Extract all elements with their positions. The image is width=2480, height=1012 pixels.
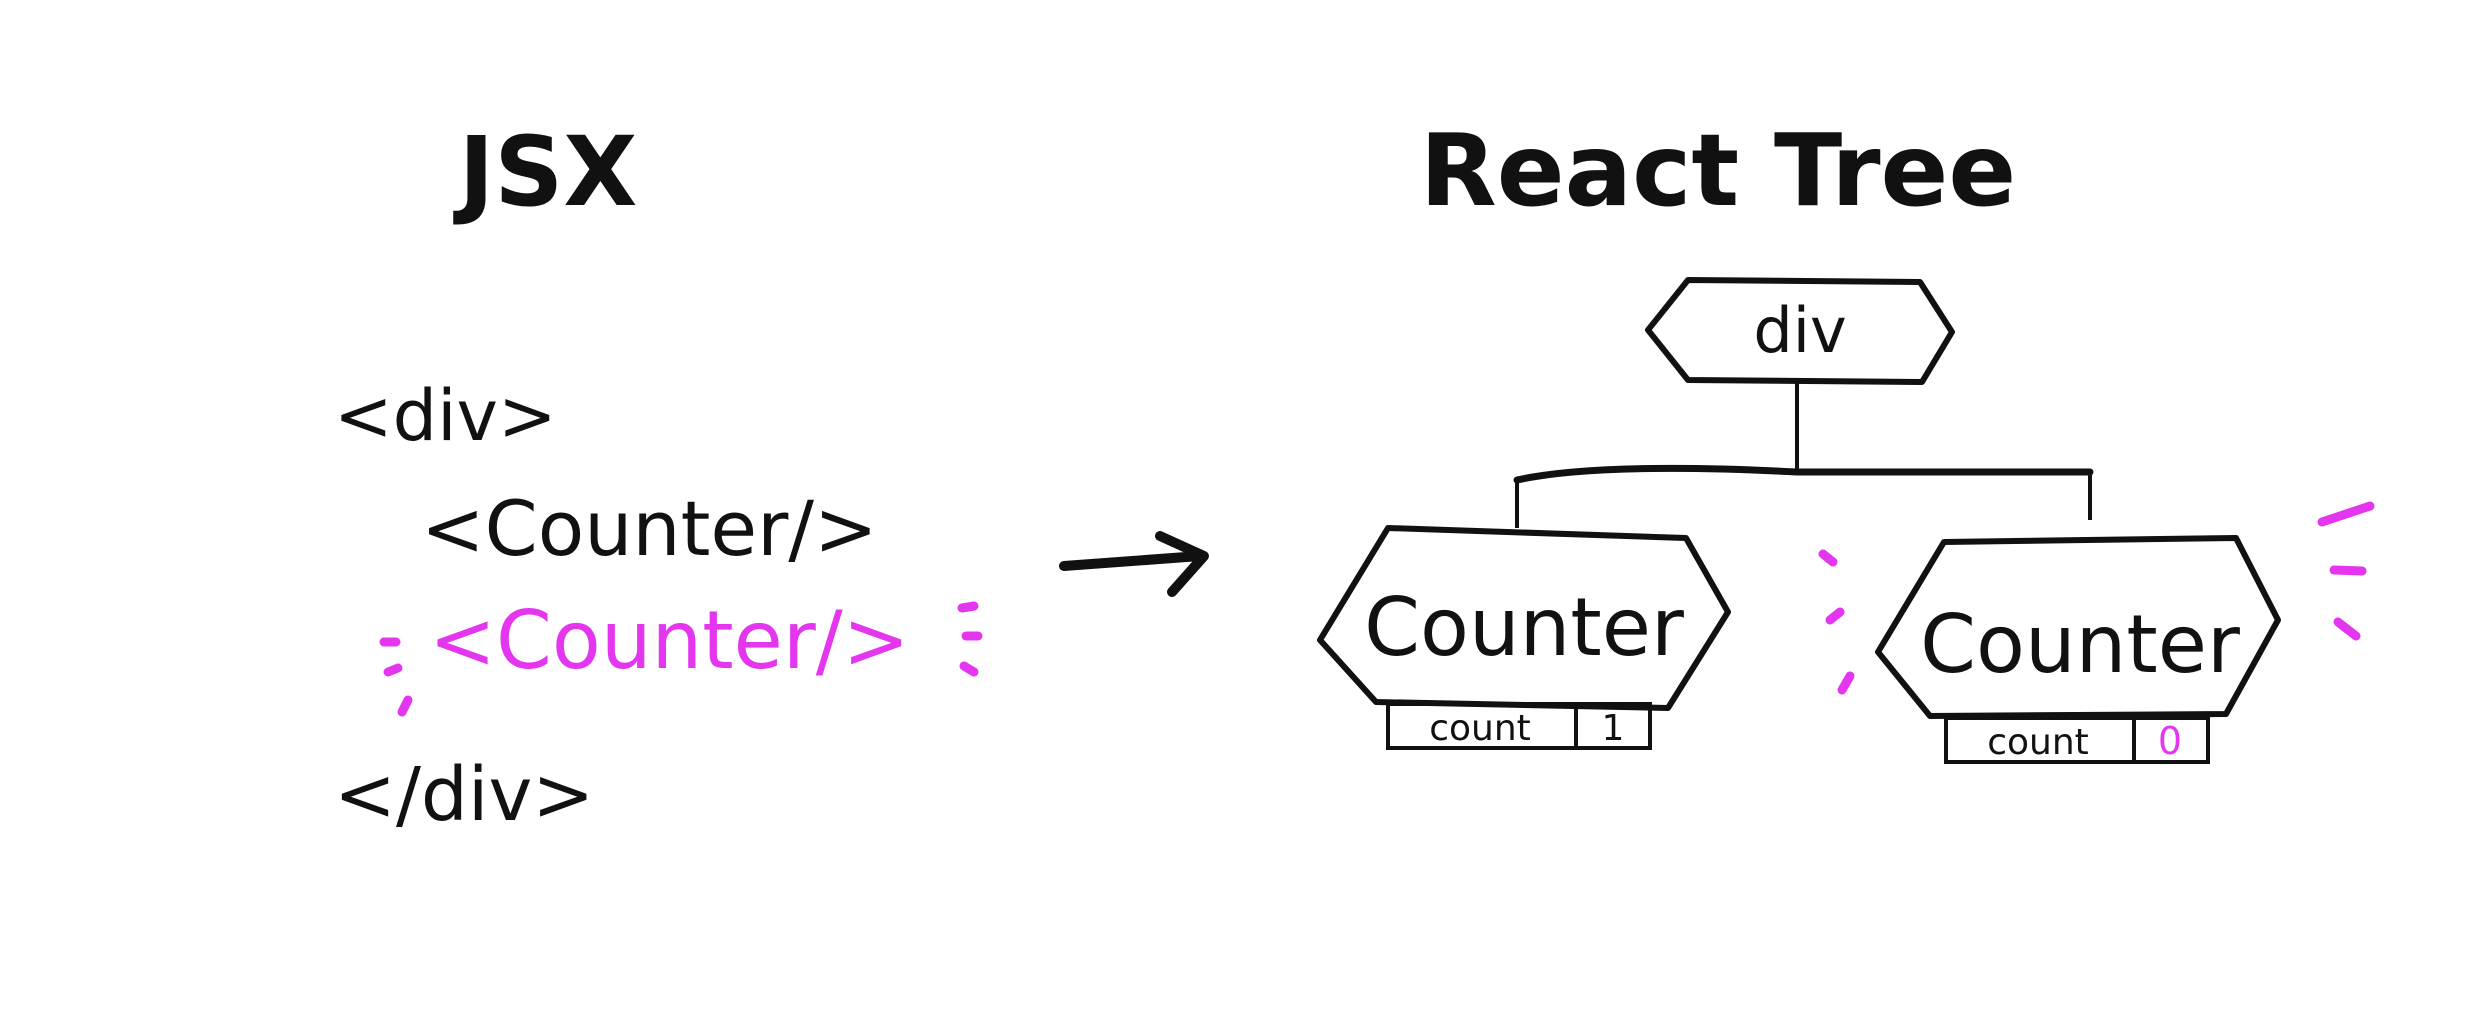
state-key: count [1987,722,2089,763]
state-key: count [1429,708,1531,749]
state-table-counter-2: count 0 [1944,716,2210,764]
highlight-sparkle-icon [379,601,983,717]
state-value: 1 [1602,708,1625,749]
jsx-line-counter-2-highlighted: <Counter/> [429,594,910,687]
jsx-line-div-open: <div> [334,375,557,457]
highlight-sparkle-icon [1818,501,2375,695]
tree-connectors [1513,382,2094,528]
tree-node-counter-1-label: Counter [1364,581,1684,674]
tree-node-div-label: div [1753,294,1846,367]
state-value-highlighted: 0 [2158,719,2182,763]
jsx-title: JSX [453,116,638,228]
tree-node-div: div [1645,277,1955,385]
tree-node-counter-2: Counter count 0 [1818,501,2375,764]
right-arrow-icon [1059,531,1209,597]
jsx-line-counter-1: <Counter/> [421,484,878,573]
state-table-counter-1: count 1 [1386,702,1652,750]
react-tree-title: React Tree [1420,112,2016,229]
jsx-line-div-close: </div> [334,752,594,838]
tree-node-counter-1: Counter count 1 [1317,525,1731,750]
tree-node-counter-2-label: Counter [1920,598,2240,691]
